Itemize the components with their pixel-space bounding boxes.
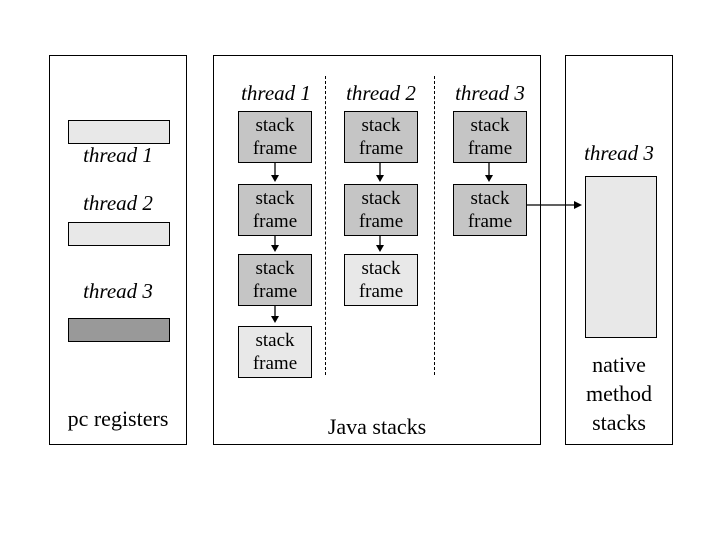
stack-frame: stack frame [238,326,312,378]
pc-registers-label: pc registers [67,406,169,431]
stack-frame: stack frame [453,184,527,236]
pc-thread-3-label: thread 3 [83,279,153,303]
java-thread-1-header: thread 1 [241,81,311,105]
java-stacks-panel: thread 1 thread 2 thread 3 stack frame s… [213,55,541,445]
pc-register-bar-thread-3 [68,318,170,342]
thread-divider [325,76,326,375]
native-method-stacks-panel: thread 3 native method stacks [565,55,673,445]
java-stacks-label: Java stacks [327,414,427,439]
native-method-stacks-label: native method stacks [586,352,652,435]
native-stack-box [585,176,657,338]
native-thread-3-label: thread 3 [584,141,654,165]
stack-frame: stack frame [344,184,418,236]
stack-frame: stack frame [453,111,527,163]
pc-register-bar-thread-1 [68,120,170,144]
stack-frame: stack frame [238,111,312,163]
stack-frame: stack frame [344,111,418,163]
stack-frame: stack frame [344,254,418,306]
stack-frame: stack frame [238,254,312,306]
pc-register-bar-thread-2 [68,222,170,246]
pc-registers-panel: thread 1 thread 2 thread 3 pc registers [49,55,187,445]
java-thread-2-header: thread 2 [346,81,416,105]
pc-thread-2-label: thread 2 [83,191,153,215]
thread-divider [434,76,435,375]
java-thread-3-header: thread 3 [455,81,525,105]
pc-thread-1-label: thread 1 [83,143,153,167]
stack-frame: stack frame [238,184,312,236]
